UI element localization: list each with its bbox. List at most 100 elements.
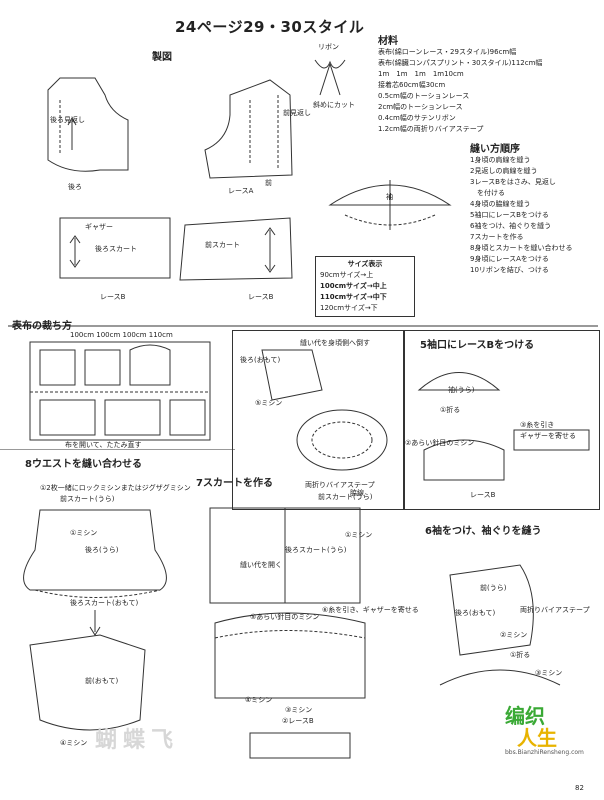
sewing-step: 4身頃の脇線を縫う (470, 200, 531, 208)
step7-label: 縫い代を開く (240, 561, 282, 569)
cutting-note: 布を開いて、たたみ直す (65, 441, 142, 449)
size-legend-line: 100cmサイズ→中上 (320, 282, 387, 290)
materials-line: 2cm幅のトーションレース (378, 103, 463, 111)
materials-line: 表布(綿ローンレース・29スタイル)96cm幅 (378, 48, 517, 56)
sewing-step: 9身頃にレースAをつける (470, 255, 549, 263)
sleeve-pattern (328, 180, 452, 230)
neck-step-diagram (261, 349, 388, 471)
sewing-step: 8身頃とスカートを縫い合わせる (470, 244, 573, 252)
step6-label: 両折りバイアステープ (520, 606, 590, 614)
step7-label: ③ミシン (285, 706, 313, 714)
neck-label: 両折りバイアステープ (305, 481, 375, 489)
materials-line: 0.4cm幅のサテンリボン (378, 114, 456, 122)
front-mikaeshi-label: 前見返し (283, 109, 311, 117)
step7-label: ⑤あらい針目のミシン (250, 613, 320, 621)
step8-label: ①2枚一緒にロックミシンまたはジグザグミシン (40, 484, 191, 492)
step7-label: 後ろスカート(うら) (285, 546, 347, 554)
sleeve-label: 袖 (386, 193, 393, 201)
step7-heading: 7スカートを作る (196, 478, 273, 489)
step8-label: 後ろ(うら) (85, 546, 119, 554)
step6-label: 後ろ(おもて) (455, 609, 496, 617)
materials-line: 1m 1m 1m 1m10cm (378, 70, 464, 78)
watermark: 蝴蝶飞 (95, 728, 180, 753)
size-legend-line: 120cmサイズ→下 (320, 304, 378, 312)
step7-label: ⑥糸を引き、ギャザーを寄せる (322, 606, 419, 614)
size-legend-heading: サイズ表示 (347, 260, 383, 268)
back-skirt-pattern (59, 217, 171, 279)
step8-label: 前(おもて) (85, 677, 119, 685)
step8-label: 前スカート(うら) (60, 495, 115, 503)
logo-line-1: 编织 (505, 704, 545, 728)
neck-label: 縫い代を身頃側へ倒す (300, 339, 370, 347)
back-label: 後ろ (68, 183, 82, 191)
lace-a-label: レースA (228, 187, 254, 195)
sewing-steps-heading: 縫い方順序 (470, 144, 520, 155)
materials-line: 1.2cm幅の両折りバイアステープ (378, 125, 484, 133)
materials-heading: 材料 (378, 36, 398, 47)
sewing-step: 1身頃の肩線を縫う (470, 156, 531, 164)
back-mikaeshi-label: 後ろ見返し (50, 116, 85, 124)
materials-line: 0.5cm幅のトーションレース (378, 92, 470, 100)
cutting-widths: 100cm 100cm 100cm 110cm (70, 331, 173, 339)
materials-line: 表布(綿臓コンパスプリント・30スタイル)112cm幅 (378, 59, 543, 67)
step7-label: ②レースB (282, 717, 314, 725)
step5-label: ③糸を引き (520, 421, 555, 429)
sewing-step: 2見返しの肩線を縫う (470, 167, 538, 175)
step8-diagram (23, 509, 167, 731)
step5-label: レースB (470, 491, 496, 499)
logo-line-2: 人生 (517, 726, 557, 750)
page-title: 24ページ29・30スタイル (175, 18, 365, 36)
step5-label: ギャザーを寄せる (520, 432, 576, 440)
step6-heading: 6袖をつけ、袖ぐりを縫う (425, 526, 542, 537)
ribbon-drawing (314, 59, 346, 96)
step5-label: ②あらい針目のミシン (405, 439, 475, 447)
site-logo: 编织 人生 bbs.BianzhiRensheng.com (505, 705, 600, 756)
lace-b-label-back: レースB (100, 293, 126, 301)
pattern-drafting-diagram (8, 59, 598, 327)
ribbon-label: リボン (318, 43, 339, 51)
seizu-label: 製図 (152, 52, 172, 63)
step6-label: ①折る (510, 651, 531, 659)
neck-label: 脇線 (350, 489, 364, 497)
neck-label: ⑤ミシン (255, 399, 283, 407)
step5-diagram (417, 372, 590, 481)
step6-label: ③ミシン (535, 669, 563, 677)
lace-b-label-front: レースB (248, 293, 274, 301)
step5-panel (404, 330, 600, 510)
step6-label: ②ミシン (500, 631, 528, 639)
step5-heading: 5袖口にレースBをつける (420, 340, 535, 351)
gather-label: ギャザー (85, 223, 113, 231)
size-legend-line: 110cmサイズ→中下 (320, 293, 387, 301)
step7-label: 前スカート(うら) (318, 493, 373, 501)
step6-diagram (439, 564, 561, 686)
sewing-step: 10リボンを結び、つける (470, 266, 549, 274)
logo-url: bbs.BianzhiRensheng.com (505, 749, 584, 756)
page-number: 82 (575, 784, 584, 792)
front-skirt-pattern (179, 217, 293, 281)
step5-label: ①折る (440, 406, 461, 414)
step7-label: ①ミシン (345, 531, 373, 539)
front-bodice-pattern (204, 79, 293, 179)
materials-line: 接着芯60cm幅30cm (378, 81, 446, 89)
sewing-step: 7スカートを作る (470, 233, 524, 241)
sewing-step: 6袖をつけ、袖ぐりを縫う (470, 222, 552, 230)
step8-label: ④ミシン (60, 739, 88, 747)
front-skirt-label: 前スカート (205, 241, 240, 249)
front-label: 前 (265, 179, 272, 187)
size-legend-line: 90cmサイズ→上 (320, 271, 374, 279)
neck-label: 後ろ(おもて) (240, 356, 281, 364)
cutting-layout-diagram (0, 341, 235, 450)
size-legend-box: サイズ表示 90cmサイズ→上 100cmサイズ→中上 110cmサイズ→中下 … (315, 256, 415, 317)
sewing-step: を付ける (470, 189, 505, 197)
sewing-steps-block: 縫い方順序 1身頃の肩線を縫う 2見返しの肩線を縫う 3レースBをはさみ、見返し… (470, 140, 600, 276)
step7-label: ④ミシン (245, 696, 273, 704)
step8-label: ①ミシン (70, 529, 98, 537)
step8-heading: 8ウエストを縫い合わせる (25, 459, 142, 470)
ribbon-cut-label: 斜めにカット (313, 101, 355, 109)
step6-label: 前(うら) (480, 584, 507, 592)
materials-block: 材料 表布(綿ローンレース・29スタイル)96cm幅 表布(綿臓コンパスプリント… (378, 32, 598, 135)
back-skirt-label: 後ろスカート (95, 245, 137, 253)
sewing-step: 3レースBをはさみ、見返し (470, 178, 556, 186)
step8-label: 後ろスカート(おもて) (70, 599, 139, 607)
sewing-step: 5袖口にレースBをつける (470, 211, 549, 219)
